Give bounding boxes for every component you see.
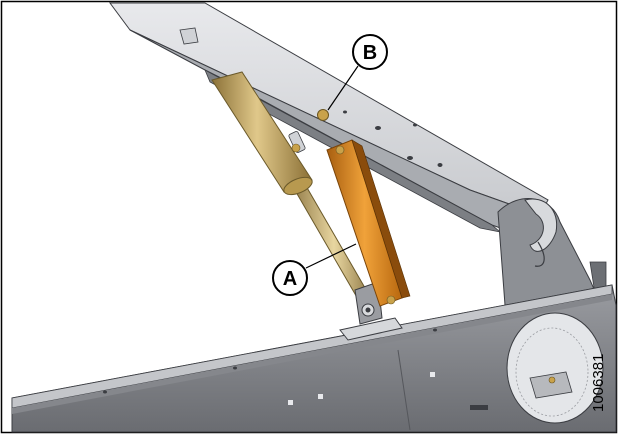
- callout-b-label: B: [363, 42, 377, 64]
- callout-b: B: [352, 34, 388, 70]
- callout-b-leader: [327, 65, 359, 111]
- callout-a-leader: [305, 243, 357, 269]
- base-frame: [11, 284, 617, 433]
- link-strap-a: [326, 139, 411, 307]
- round-hub: [506, 312, 604, 424]
- bolt-b-icon: [317, 109, 329, 121]
- callout-a: A: [272, 260, 308, 296]
- callout-a-label: A: [283, 268, 297, 290]
- hydraulic-cylinder: [211, 71, 383, 325]
- figure-number: 1006381: [590, 354, 607, 412]
